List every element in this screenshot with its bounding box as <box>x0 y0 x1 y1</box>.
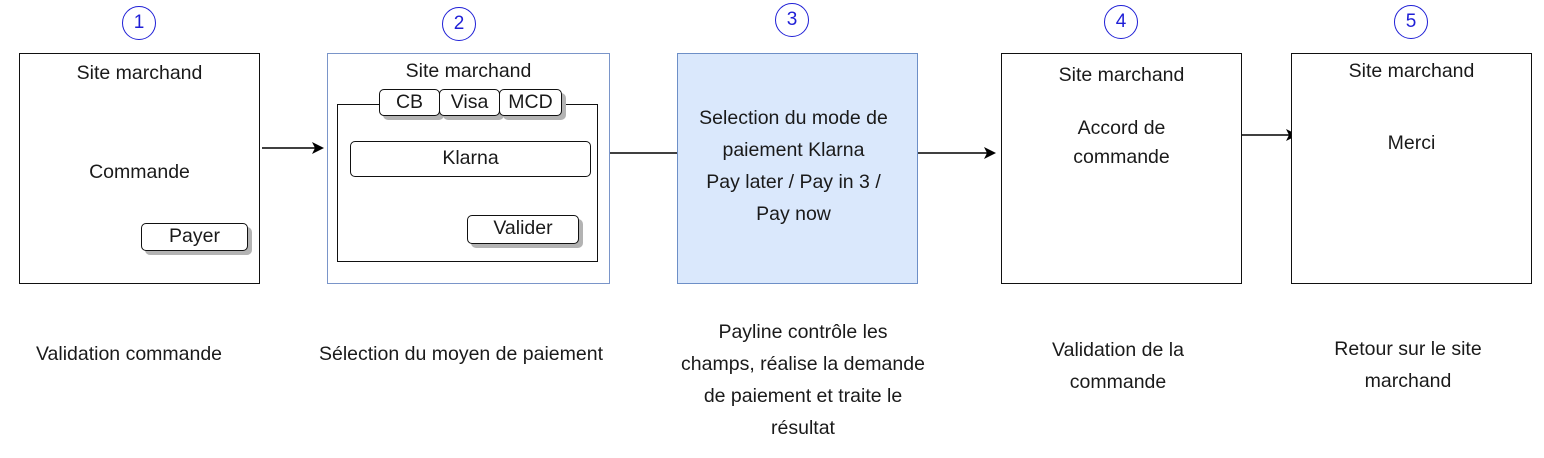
step-2-header: Site marchand <box>405 60 532 82</box>
step-5-caption: Retour sur le site marchand <box>1298 333 1518 397</box>
step-3-line-2: paiement Klarna <box>722 139 865 161</box>
step-5-body: Merci <box>1387 132 1436 154</box>
payment-form: Klarna Valider <box>337 104 598 262</box>
step-2-caption: Sélection du moyen de paiement <box>318 343 604 365</box>
step-3-number: 3 <box>775 3 809 37</box>
step-5-caption-line-2: marchand <box>1364 370 1452 392</box>
step-3-line-4: Pay now <box>756 203 831 225</box>
klarna-option[interactable]: Klarna <box>350 141 591 177</box>
step-4-caption: Validation de la commande <box>1008 334 1228 398</box>
step-3-caption: Payline contrôle les champs, réalise la … <box>643 316 963 444</box>
step-4-number: 4 <box>1104 5 1138 39</box>
step-3-line-3: Pay later / Pay in 3 / <box>706 171 881 193</box>
step-4-caption-line-1: Validation de la <box>1052 339 1184 361</box>
step-3-box: Selection du mode de paiement Klarna Pay… <box>677 53 918 284</box>
step-1-header: Site marchand <box>76 62 203 84</box>
step-3-caption-line-1: Payline contrôle les <box>718 321 888 343</box>
step-1-body: Commande <box>89 161 190 183</box>
step-4-caption-line-2: commande <box>1069 371 1167 393</box>
step-1-caption: Validation commande <box>35 343 223 365</box>
step-5-header: Site marchand <box>1348 60 1475 82</box>
step-3-caption-line-2: champs, réalise la demande <box>681 353 925 375</box>
step-5-box: Site marchand Merci <box>1291 53 1532 284</box>
step-2-box: Site marchand Klarna Valider CB Visa MCD <box>327 53 610 284</box>
tab-visa[interactable]: Visa <box>439 89 500 116</box>
step-3-line-1: Selection du mode de <box>699 107 888 129</box>
step-5-number: 5 <box>1394 5 1428 39</box>
step-1-box: Site marchand Commande Payer <box>19 53 260 284</box>
step-5-caption-line-1: Retour sur le site <box>1334 338 1482 360</box>
tab-mcd[interactable]: MCD <box>499 89 562 116</box>
step-2-number: 2 <box>442 7 476 41</box>
step-4-line-2: commande <box>1073 146 1170 168</box>
validate-button[interactable]: Valider <box>467 215 579 244</box>
step-4-header: Site marchand <box>1058 64 1185 86</box>
step-4-line-1: Accord de <box>1077 117 1166 139</box>
pay-button[interactable]: Payer <box>141 223 248 251</box>
step-3-caption-line-3: de paiement et traite le <box>703 385 903 407</box>
step-3-caption-line-4: résultat <box>771 417 835 439</box>
step-1-number: 1 <box>122 6 156 40</box>
tab-cb[interactable]: CB <box>379 89 440 116</box>
step-4-box: Site marchand Accord de commande <box>1001 53 1242 284</box>
